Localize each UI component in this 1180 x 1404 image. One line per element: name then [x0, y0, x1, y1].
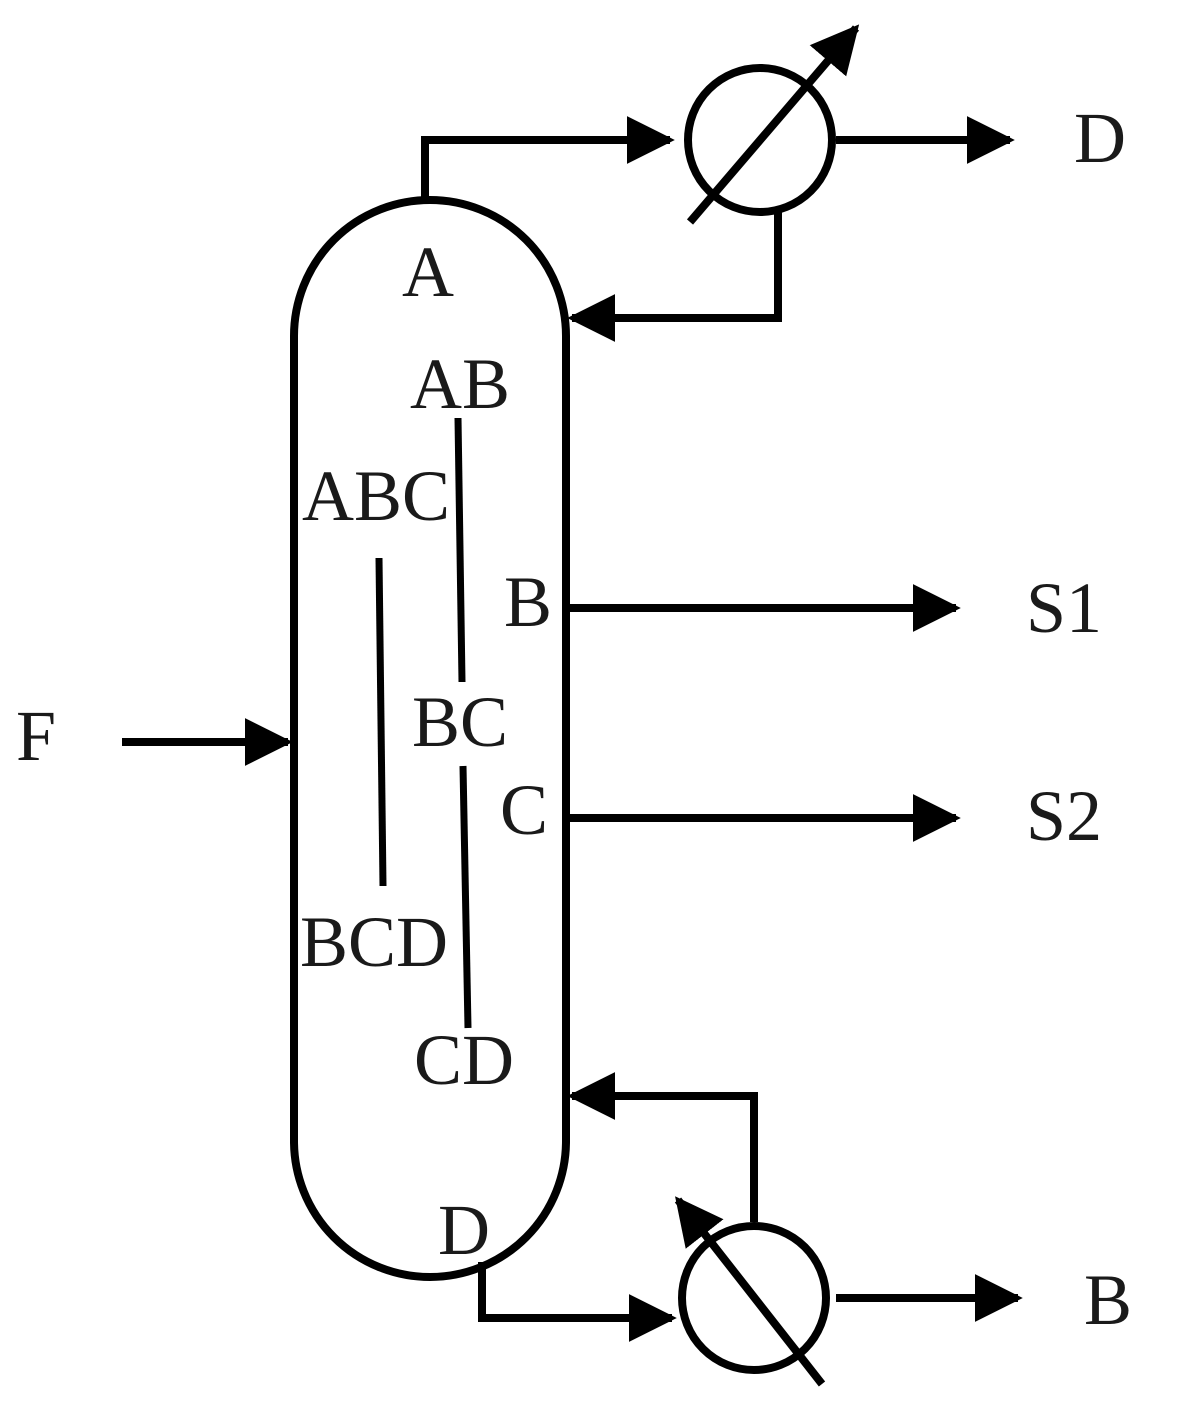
label-side-stream-1: S1: [1026, 568, 1102, 648]
wall-bc-cd: [459, 765, 472, 1029]
reboiler-diagonal-arrow: [674, 1196, 826, 1387]
label-side-stream-2: S2: [1026, 776, 1102, 856]
label-cd: CD: [414, 1020, 514, 1100]
wall-abc-bcd: [375, 557, 387, 887]
reboiler-icon: [678, 1222, 830, 1374]
label-column-top: A: [402, 232, 454, 312]
label-c-side: C: [500, 770, 548, 850]
label-feed: F: [16, 696, 56, 776]
overhead-vapor-line: [421, 116, 675, 200]
condenser-icon: [684, 64, 836, 216]
label-b-side: B: [504, 562, 552, 642]
label-bc: BC: [412, 682, 508, 762]
condenser-diagonal-arrow: [686, 24, 860, 225]
label-ab: AB: [410, 344, 510, 424]
bottoms-liquid-line: [478, 1262, 677, 1342]
wall-ab-bc: [454, 417, 466, 683]
boilup-line: [567, 1072, 758, 1222]
label-distillate: D: [1074, 98, 1126, 178]
label-bcd: BCD: [300, 902, 448, 982]
label-abc: ABC: [302, 456, 450, 536]
reflux-line: [567, 212, 782, 342]
label-column-bottom: D: [438, 1190, 490, 1270]
label-bottoms: B: [1084, 1260, 1132, 1340]
column-shell: [290, 196, 570, 1281]
